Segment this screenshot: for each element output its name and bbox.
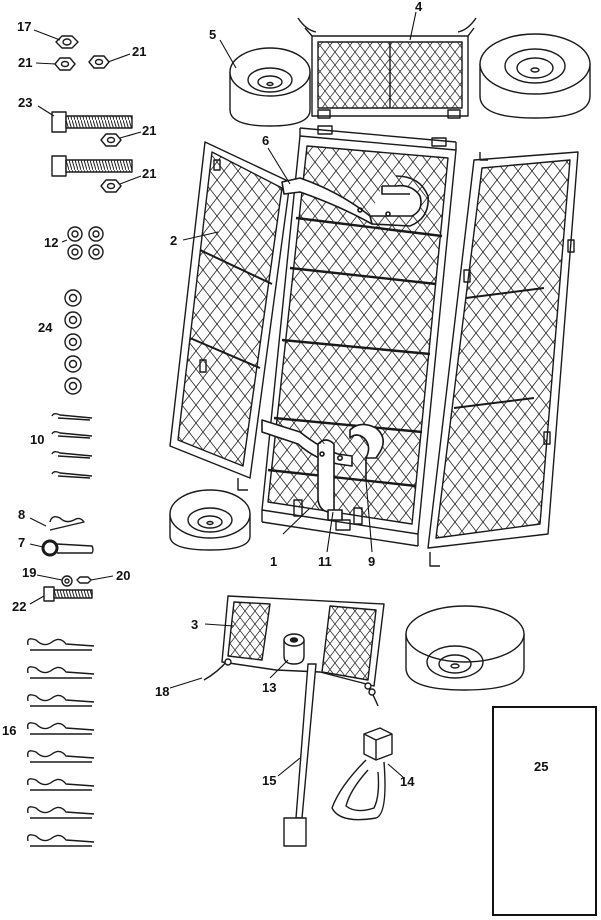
callout-6: 6	[262, 133, 270, 148]
callout-8: 8	[18, 507, 26, 522]
wheel-tire-bottom-left	[169, 489, 251, 551]
carriage-bolt	[43, 586, 93, 602]
grip-handle	[331, 727, 393, 821]
callout-12: 12	[44, 235, 59, 250]
washer-set-small	[67, 226, 104, 260]
callout-21: 21	[142, 123, 157, 138]
callout-15: 15	[262, 773, 277, 788]
callout-3: 3	[191, 617, 199, 632]
washer-small	[61, 575, 73, 587]
hex-nut	[88, 55, 110, 69]
side-panel-left	[169, 141, 297, 491]
callout-21: 21	[132, 44, 147, 59]
callout-23: 23	[18, 95, 33, 110]
nut-small	[76, 576, 92, 584]
callout-19: 19	[22, 565, 37, 580]
side-panel-right	[427, 151, 579, 567]
hex-nut	[100, 179, 122, 193]
callout-22: 22	[12, 599, 27, 614]
hitch-pin	[41, 539, 94, 557]
tongue-upper	[281, 175, 429, 227]
callout-4: 4	[415, 0, 423, 14]
callout-5: 5	[209, 27, 217, 42]
hex-bolt	[51, 155, 133, 177]
part-25-box	[492, 706, 597, 916]
callout-21: 21	[142, 166, 157, 181]
callout-11: 11	[318, 554, 332, 569]
callout-16: 16	[2, 723, 17, 738]
callout-14: 14	[400, 774, 415, 789]
hex-nut	[100, 133, 122, 147]
lock-nut	[55, 35, 79, 49]
callout-20: 20	[116, 568, 131, 583]
spacer	[283, 633, 305, 665]
callout-9: 9	[368, 554, 376, 569]
hitch-assembly	[261, 419, 384, 521]
cotter-pins	[51, 413, 93, 479]
hitch-pin-clip	[49, 515, 85, 531]
callout-7: 7	[18, 535, 26, 550]
callout-10: 10	[30, 432, 45, 447]
handle-tube	[283, 663, 317, 847]
hair-pin-clips	[26, 638, 95, 847]
callout-17: 17	[17, 19, 32, 34]
callout-1: 1	[270, 554, 278, 569]
leader-lines	[29, 11, 417, 779]
callout-2: 2	[170, 233, 178, 248]
wheel-tire-bottom-right	[405, 605, 525, 691]
washer-stack	[64, 289, 82, 395]
callout-24: 24	[38, 320, 53, 335]
tailgate-panel	[297, 17, 477, 119]
callout-18: 18	[155, 684, 170, 699]
wheel-tire-top-left	[229, 47, 311, 127]
callout-13: 13	[262, 680, 277, 695]
front-panel	[203, 595, 385, 707]
hex-nut	[54, 57, 76, 71]
hex-bolt	[51, 111, 133, 133]
trailer-bed	[261, 125, 457, 547]
wheel-tire-top-right	[479, 33, 591, 119]
callout-25: 25	[534, 759, 549, 774]
callout-21: 21	[18, 55, 33, 70]
